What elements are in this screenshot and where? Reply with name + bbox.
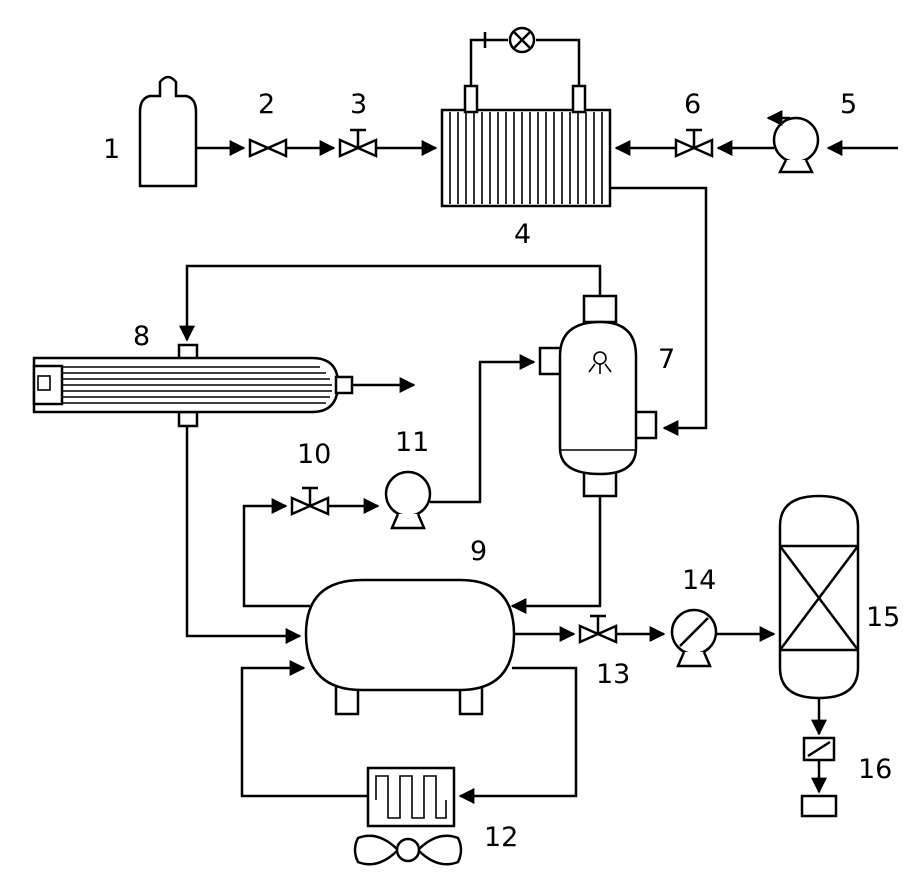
label-11: 11 (395, 427, 429, 458)
label-7: 7 (658, 344, 675, 375)
label-13: 13 (596, 659, 630, 690)
circulation-pump (386, 472, 430, 528)
label-16: 16 (858, 754, 892, 785)
valve-6 (676, 130, 712, 156)
label-4: 4 (514, 219, 531, 250)
transfer-pump (672, 610, 716, 666)
membrane-module (34, 345, 414, 426)
fan-icon (355, 836, 461, 865)
electrolytic-cell (442, 28, 610, 206)
valve-3 (340, 130, 376, 156)
label-15: 15 (866, 602, 900, 633)
line-separator-to-tank (512, 496, 600, 606)
valve-2 (250, 140, 286, 156)
separator (540, 296, 656, 496)
label-6: 6 (684, 89, 701, 120)
cooler (355, 768, 461, 864)
label-9: 9 (470, 536, 487, 567)
valve-10 (292, 488, 328, 514)
label-8: 8 (133, 321, 150, 352)
gas-cylinder (140, 77, 196, 186)
label-5: 5 (840, 89, 857, 120)
label-14: 14 (682, 565, 716, 596)
storage-tank (306, 580, 514, 714)
line-separator-to-membrane (187, 266, 600, 340)
outlet-unit (802, 738, 836, 816)
label-2: 2 (258, 89, 275, 120)
label-12: 12 (484, 822, 518, 853)
line-tank-to-valve-10 (244, 506, 310, 606)
indicator-lamp-icon (510, 28, 534, 52)
label-1: 1 (103, 134, 120, 165)
label-3: 3 (350, 89, 367, 120)
label-10: 10 (297, 439, 331, 470)
valve-13 (580, 616, 616, 642)
feed-pump (768, 118, 818, 172)
packed-column (780, 496, 858, 698)
line-pump-11-to-separator (430, 362, 534, 502)
